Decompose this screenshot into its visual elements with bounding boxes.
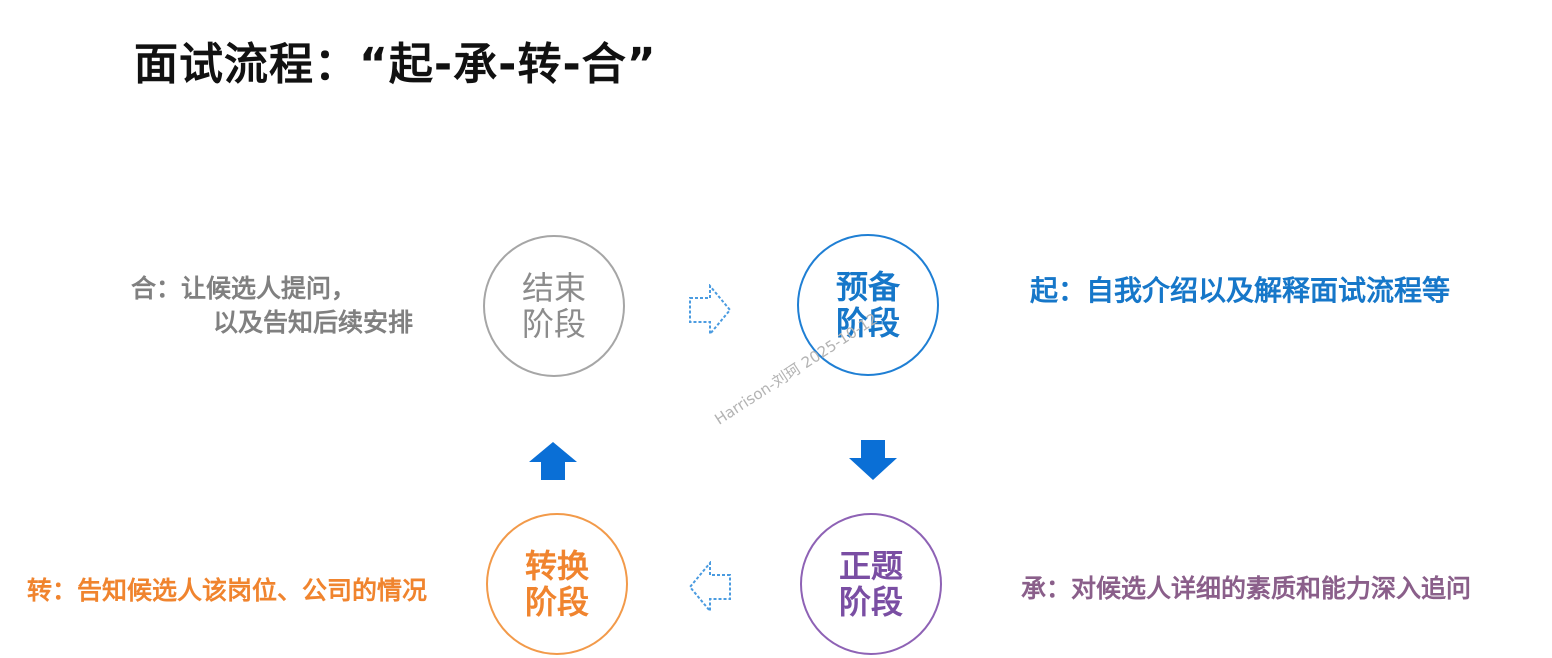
description-he-line1: 合：让候选人提问， [131,274,357,303]
stage-main-label-line1: 正题 [838,547,903,585]
stage-conversion-label-line1: 转换 [524,547,589,585]
stage-end-circle: 结束 阶段 [483,235,625,377]
description-cheng: 承：对候选人详细的素质和能力深入追问 [1021,574,1472,603]
page-title: 面试流程：“起-承-转-合” [134,39,657,90]
outline-arrow-right-icon [689,284,732,336]
description-qi: 起：自我介绍以及解释面试流程等 [1030,274,1451,307]
stage-conversion-label-line2: 阶段 [524,583,589,621]
stage-prep-circle: 预备 阶段 [797,234,939,376]
stage-end-label-line1: 结束 [521,269,586,307]
solid-arrow-down-icon [849,440,897,480]
outline-arrow-left-icon [688,561,731,613]
stage-main-label-line2: 阶段 [838,583,903,621]
description-zhuan: 转：告知候选人该岗位、公司的情况 [27,576,428,605]
stage-main-circle: 正题 阶段 [800,513,942,655]
solid-arrow-up-icon [529,442,577,480]
stage-prep-label-line2: 阶段 [835,304,900,342]
stage-end-label-line2: 阶段 [521,305,586,343]
description-he-line2: 以及告知后续安排 [213,308,414,337]
stage-conversion-circle: 转换 阶段 [486,513,628,655]
stage-prep-label-line1: 预备 [835,268,900,306]
description-he: 合：让候选人提问， 以及告知后续安排 [131,272,413,340]
